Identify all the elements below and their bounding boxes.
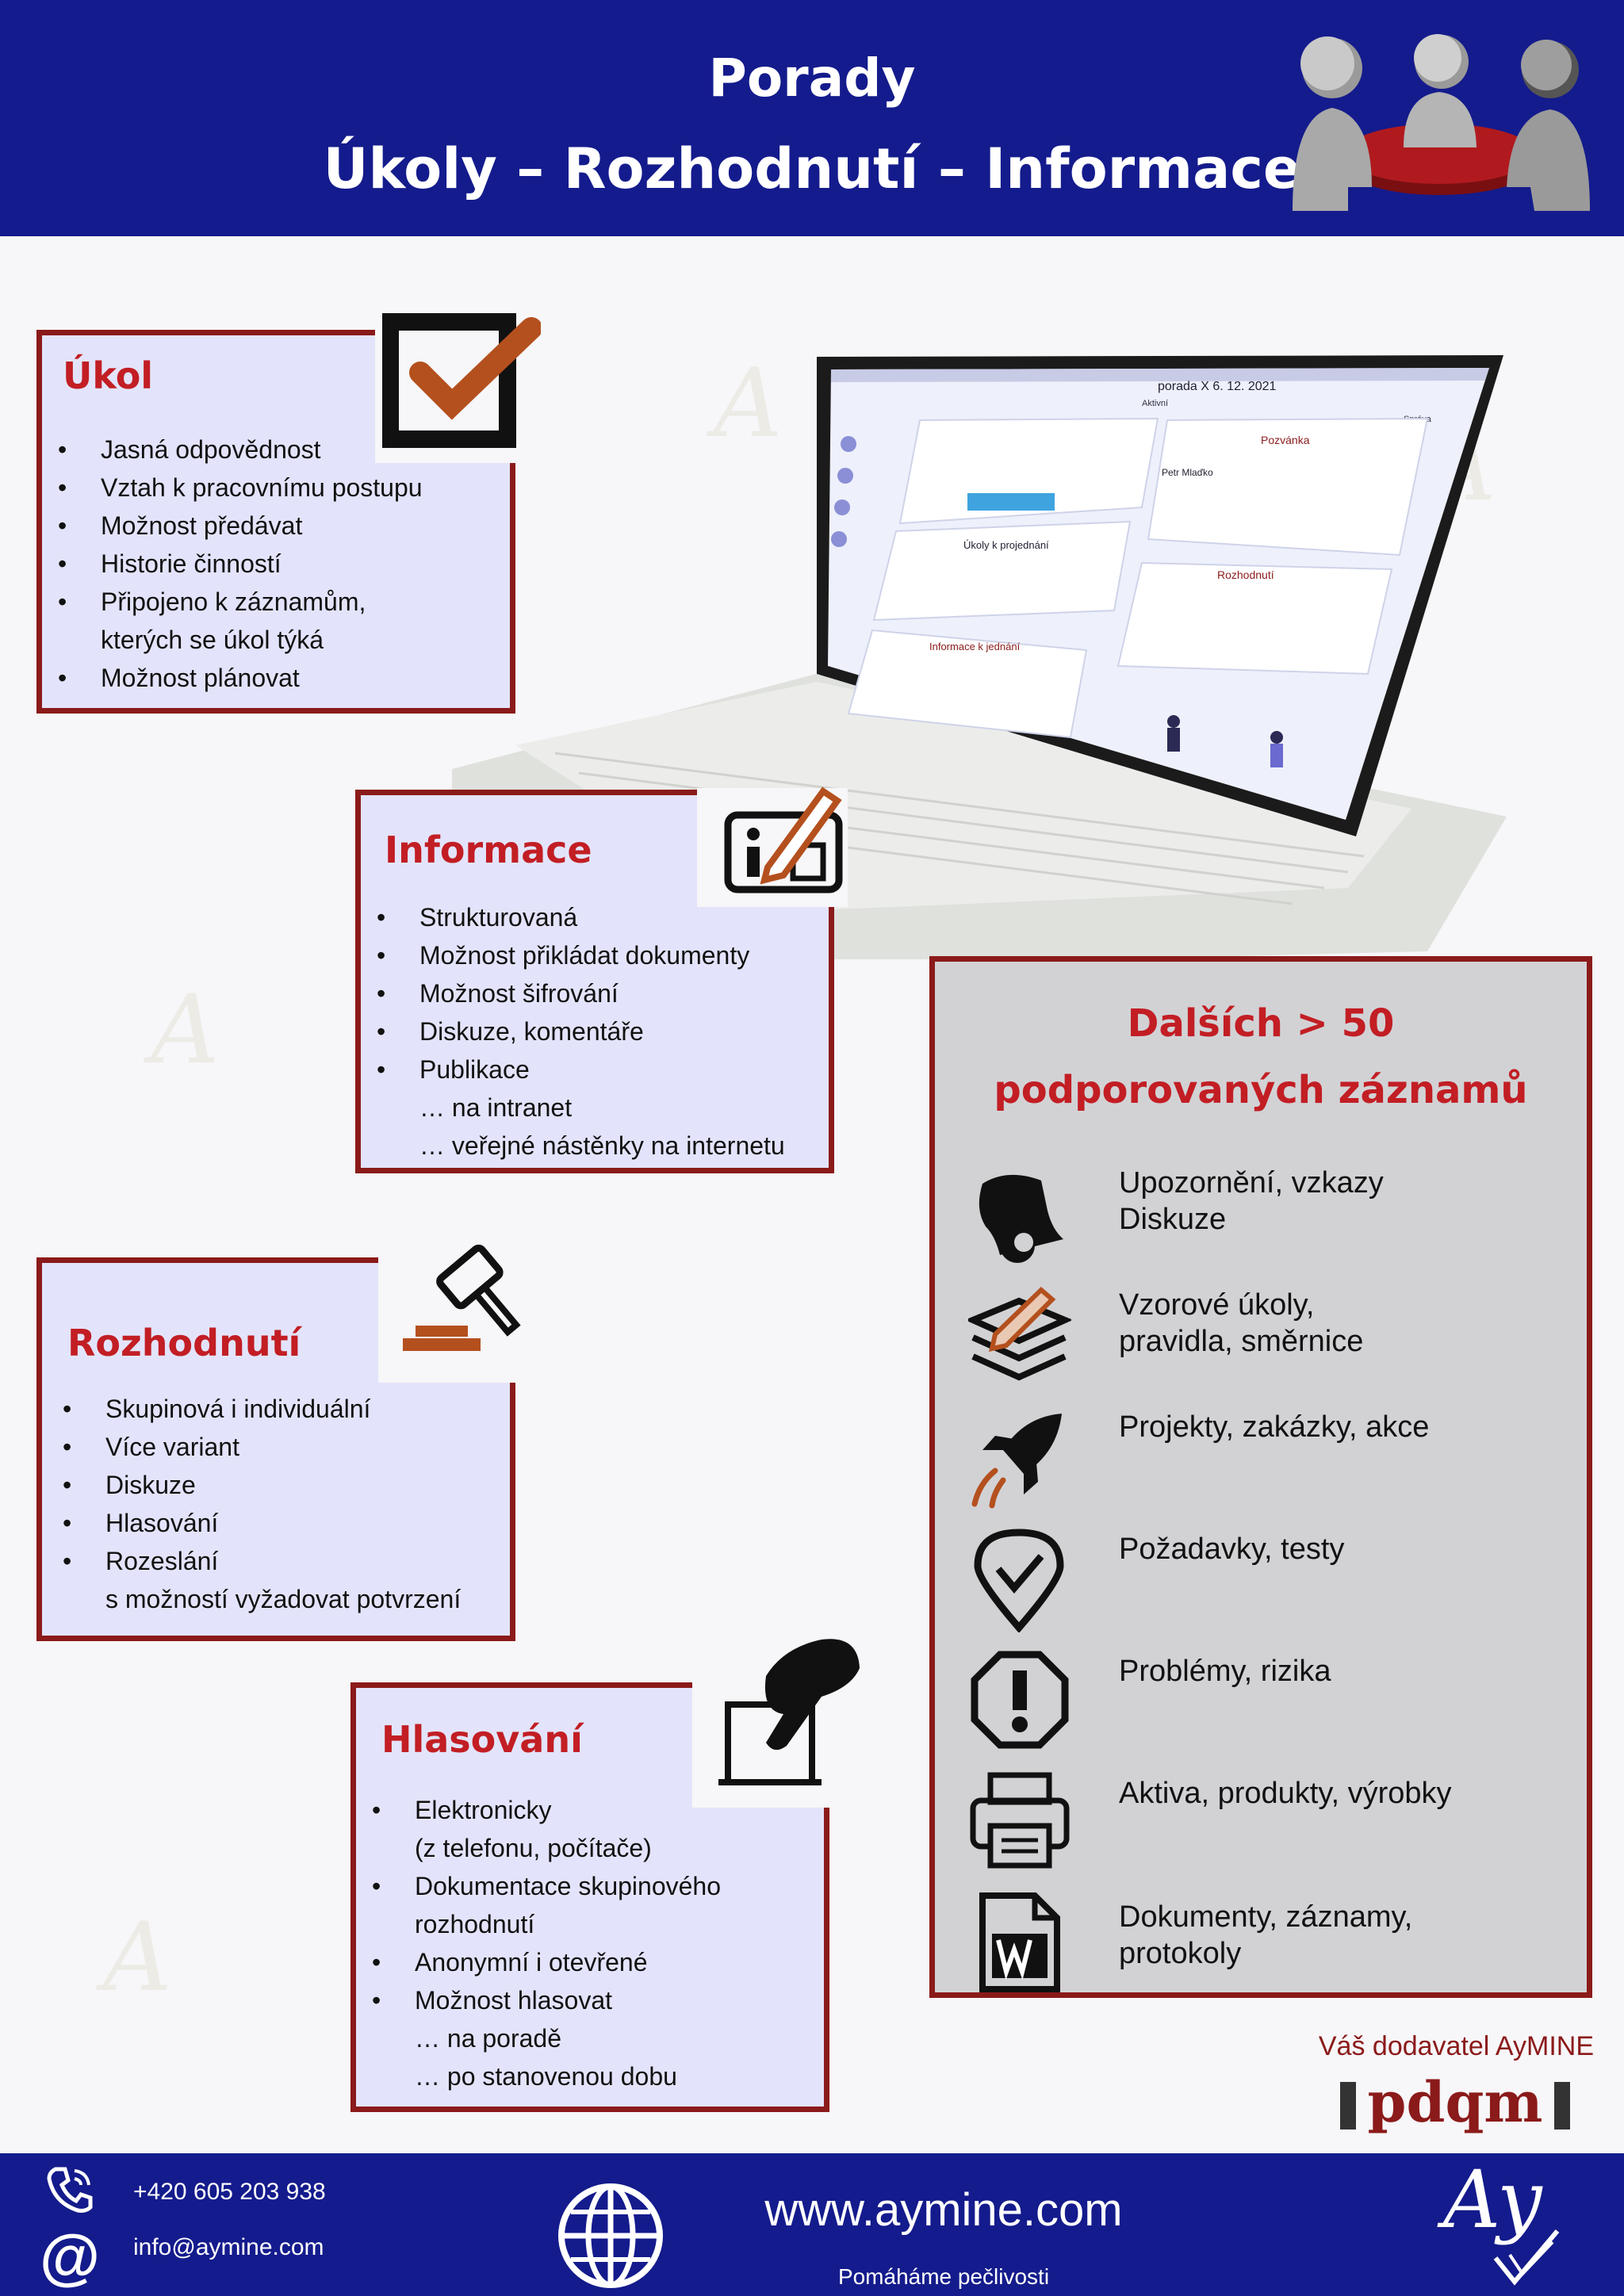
slogan: Pomáháme pečlivosti [837,2264,1050,2289]
svg-text:Informace k jednání: Informace k jednání [929,641,1021,652]
records-subtitle: podporovaných záznamů [994,1068,1528,1112]
supplier-text: Váš dodavatel AyMINE [1318,2031,1594,2061]
phone-icon [47,2167,93,2213]
list-item: Připojeno k záznamům, [55,583,423,621]
watermark: A [103,1903,172,2013]
list-item: … na intranet [419,1093,573,1122]
list-item: Diskuze [59,1466,461,1504]
record-item: Dokumenty, záznamy,protokoly [1119,1900,1413,1970]
warning-octagon-icon [971,1651,1069,1749]
information-box: Informace Strukturovaná Možnost přikláda… [355,788,848,1173]
task-title: Úkol [63,354,154,397]
website-link[interactable]: www.aymine.com [764,2184,1123,2236]
header-banner: Porady Úkoly – Rozhodnutí – Informace [0,0,1624,236]
list-item: Dokumentace skupinového [369,1867,721,1905]
svg-text:Aktivní: Aktivní [1142,399,1168,408]
information-feature-list: Strukturovaná Možnost přikládat dokument… [373,898,785,1165]
information-title: Informace [385,828,592,871]
list-item: Možnost přikládat dokumenty [373,936,785,974]
checkmark-logo-icon [1493,2229,1560,2286]
location-check-icon [974,1529,1064,1632]
aymine-logo: Ay [1443,2153,1542,2246]
list-item: … na poradě [415,2024,562,2053]
decision-title: Rozhodnutí [67,1322,301,1364]
record-item: Projekty, zakázky, akce [1119,1410,1430,1444]
list-item: Anonymní i otevřené [369,1943,721,1981]
record-item: Vzorové úkoly,pravidla, směrnice [1119,1288,1364,1358]
ballot-box-icon [718,1639,860,1785]
meeting-people-icon [1293,34,1590,211]
svg-text:Rozhodnutí: Rozhodnutí [1217,568,1274,581]
list-item: s možností vyžadovat potvrzení [105,1585,462,1613]
voting-title: Hlasování [381,1718,583,1761]
stack-pencil-icon [968,1286,1071,1381]
decision-feature-list: Skupinová i individuální Více variant Di… [59,1390,461,1618]
rocket-icon [971,1414,1062,1509]
list-item: Možnost hlasovat [369,1981,721,2019]
checkbox-checked-icon [382,313,541,448]
page-subtitle: Úkoly – Rozhodnutí – Informace [323,136,1301,201]
list-item: … po stanovenou dobu [415,2062,677,2091]
page-title: Porady [708,48,916,109]
records-box: Dalších > 50 podporovaných záznamů Upozo… [929,956,1592,1998]
list-item: Možnost plánovat [55,659,423,697]
list-item: Historie činností [55,545,423,583]
phone-number[interactable]: +420 605 203 938 [133,2179,326,2205]
list-item: Vztah k pracovnímu postupu [55,469,423,507]
list-item: (z telefonu, počítače) [415,1834,652,1862]
bell-icon [979,1174,1063,1263]
at-icon: @ [40,2221,101,2291]
svg-text:Pozvánka: Pozvánka [1261,434,1310,446]
task-box: Úkol Jasná odpovědnost Vztah k pracovním… [36,328,534,714]
footer-banner: +420 605 203 938 @ info@aymine.com www.a… [0,2153,1624,2296]
decision-box: Rozhodnutí Skupinová i individuální Více… [36,1256,529,1641]
record-item: Aktiva, produkty, výrobky [1119,1777,1452,1810]
record-item: Požadavky, testy [1119,1533,1345,1566]
list-item: Jasná odpovědnost [55,430,423,469]
svg-text:porada X 6. 12. 2021: porada X 6. 12. 2021 [1158,380,1277,393]
list-item: Více variant [59,1428,461,1466]
pdqm-logo: pdqm [1340,2069,1570,2135]
list-item: kterých se úkol týká [101,626,324,654]
list-item: Skupinová i individuální [59,1390,461,1428]
email-link[interactable]: info@aymine.com [133,2234,324,2260]
svg-text:Úkoly k projednání: Úkoly k projednání [963,539,1049,551]
list-item: Možnost předávat [55,507,423,545]
list-item: Publikace [373,1050,785,1089]
info-edit-icon [724,786,843,894]
record-item: Problémy, rizika [1119,1655,1331,1688]
printer-icon [970,1772,1070,1869]
watermark: A [151,975,220,1085]
gavel-icon [403,1244,521,1351]
records-title: Dalších > 50 [1127,1001,1395,1046]
svg-text:Petr Mlaďko: Petr Mlaďko [1162,467,1213,478]
list-item: Elektronicky [369,1791,721,1829]
task-feature-list: Jasná odpovědnost Vztah k pracovnímu pos… [55,430,423,697]
list-item: rozhodnutí [415,1910,535,1938]
word-document-icon [979,1892,1060,1992]
laptop-screenshot: porada X 6. 12. 2021 Aktivní Správa Pozv… [452,355,1507,959]
list-item: Diskuze, komentáře [373,1012,785,1050]
list-item: Možnost šifrování [373,974,785,1012]
list-item: Hlasování [59,1504,461,1542]
list-item: Rozeslání [59,1542,461,1580]
watermark: A [714,349,783,459]
list-item: … veřejné nástěnky na internetu [419,1131,785,1160]
voting-feature-list: Elektronicky (z telefonu, počítače) Doku… [369,1791,721,2095]
list-item: Strukturovaná [373,898,785,936]
globe-icon [558,2183,663,2288]
